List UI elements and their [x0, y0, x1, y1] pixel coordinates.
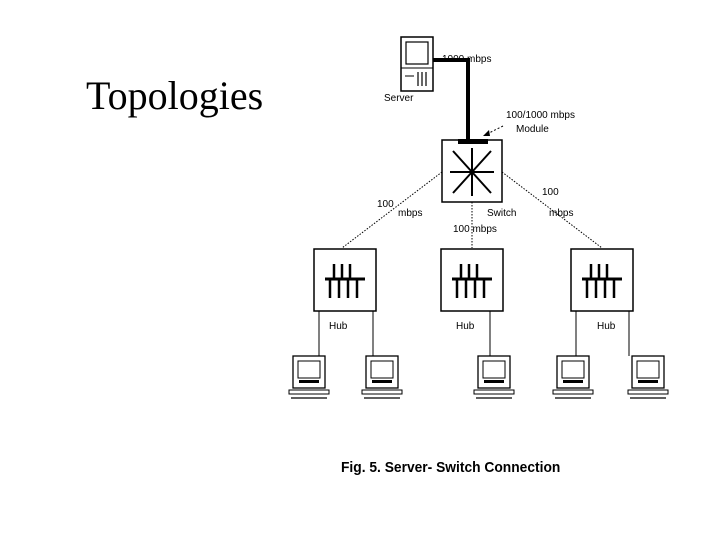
computer-icon: [288, 355, 330, 399]
server-label: Server: [384, 93, 414, 104]
computer-icon: [552, 355, 594, 399]
hub-icon: [570, 248, 634, 312]
hub-label-center: Hub: [456, 321, 475, 332]
slide-title: Topologies: [86, 73, 264, 118]
link-left-speed-unit: mbps: [398, 208, 422, 219]
computer-icon: [361, 355, 403, 399]
module-label-line1: 100/1000 mbps: [506, 110, 575, 121]
hub-label-left: Hub: [329, 321, 348, 332]
title-mask: [273, 60, 303, 130]
server-link-speed: 1000 mbps: [442, 54, 491, 65]
figure-caption: Fig. 5. Server- Switch Connection: [341, 459, 561, 476]
switch-icon: [441, 139, 503, 203]
module-label-line2: Module: [516, 124, 549, 135]
computer-icon: [473, 355, 515, 399]
link-right-speed-number: 100: [542, 187, 559, 198]
link-center-speed: 100 mbps: [453, 224, 497, 235]
hub-label-right: Hub: [597, 321, 616, 332]
module-arrowhead: [483, 130, 490, 136]
hub-icon: [313, 248, 377, 312]
server-icon: [400, 36, 434, 92]
link-right-speed-unit: mbps: [549, 208, 573, 219]
switch-label: Switch: [487, 208, 516, 219]
hub-icon: [440, 248, 504, 312]
computer-icon: [627, 355, 669, 399]
link-switch-hub-left: [341, 171, 443, 249]
server-uplink: [433, 58, 470, 140]
link-left-speed-number: 100: [377, 199, 394, 210]
